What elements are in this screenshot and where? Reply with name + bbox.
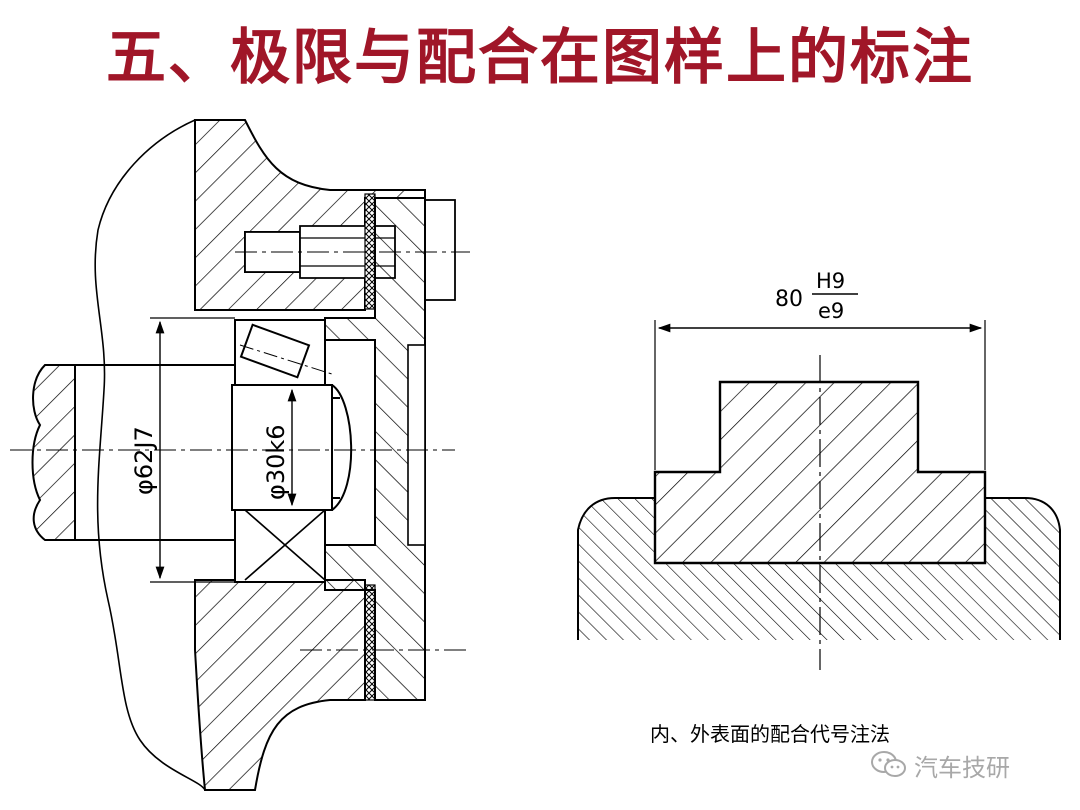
bearing-assembly-drawing: [10, 119, 470, 791]
roller: [239, 323, 311, 379]
dim-size: 80: [775, 287, 803, 312]
dim-tolerance-lower: e9: [818, 299, 844, 323]
dim-housing-fit: φ62J7: [130, 426, 158, 495]
housing-lower: [194, 579, 366, 791]
break-line: [94, 119, 206, 791]
fit-notation-drawing: [577, 293, 1061, 670]
dim-tolerance-upper: H9: [816, 269, 845, 293]
shaft: [31, 364, 76, 541]
watermark-text: 汽车技研: [914, 753, 1010, 782]
watermark: 汽车技研: [870, 748, 1010, 782]
dim-shaft-fit: φ30k6: [262, 424, 290, 500]
page-title: 五、极限与配合在图样上的标注: [106, 23, 974, 93]
figure-caption: 内、外表面的配合代号注法: [650, 722, 890, 746]
wechat-icon: [871, 751, 906, 777]
seal-lower: [364, 584, 376, 701]
